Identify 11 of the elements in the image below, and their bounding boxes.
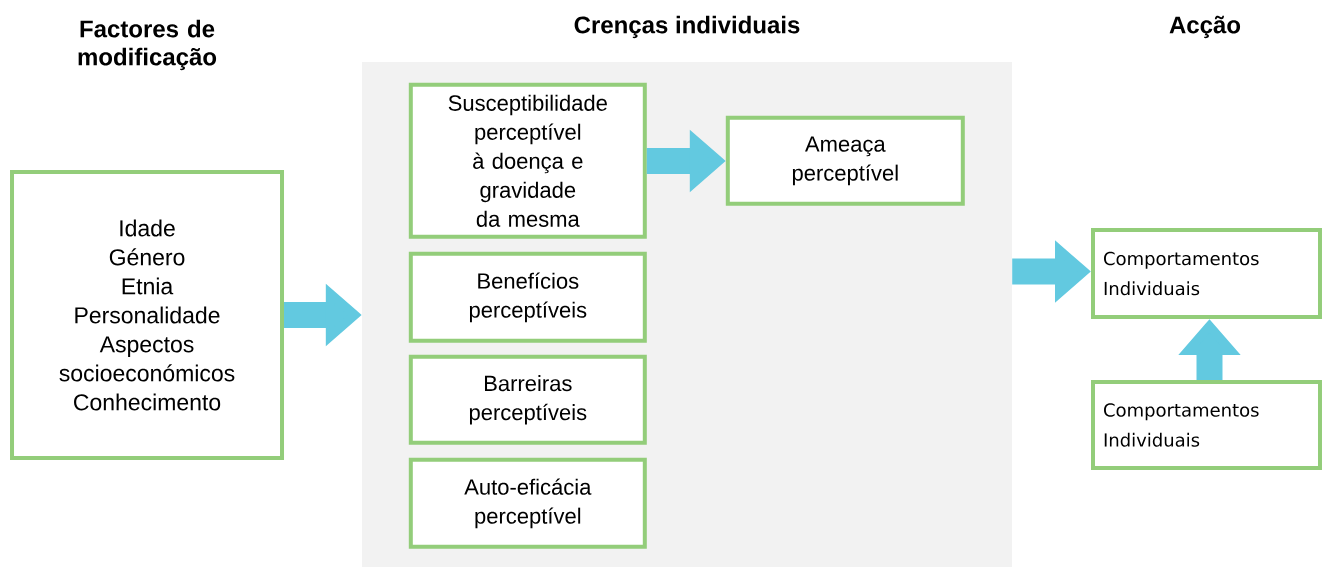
column-heading: Factores de modificação [78, 19, 217, 71]
process-box: Benefícios perceptíveis [408, 251, 647, 343]
action-box: Comportamentos Individuais [1091, 228, 1322, 319]
process-box: Auto-eficácia perceptível [408, 457, 647, 549]
process-box: Barreiras perceptíveis [408, 354, 647, 445]
column-heading: Crenças individuais [574, 15, 800, 39]
process-box: Susceptibilidade perceptível à doença e gravidade da mesma [408, 82, 647, 239]
process-box: Idade Género Etnia Personalidade Aspectos socioeconómicos Conhecimento [10, 170, 284, 460]
column-heading: Acção [1169, 15, 1241, 39]
action-box: Comportamentos Individuais [1091, 380, 1322, 470]
process-box: Ameaça perceptível [725, 115, 965, 206]
